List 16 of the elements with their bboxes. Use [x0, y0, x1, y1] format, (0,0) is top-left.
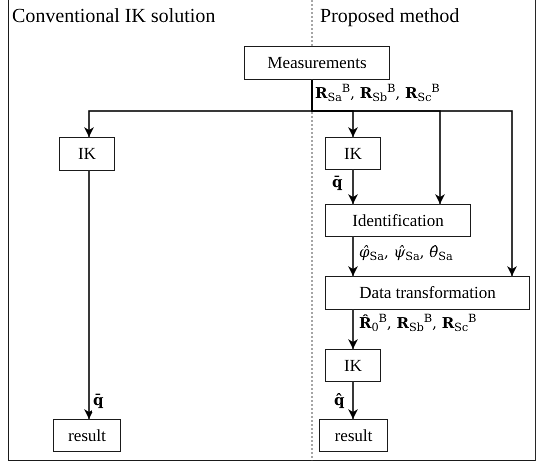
process-box: result	[319, 419, 388, 452]
arrow	[84, 171, 94, 419]
process-box: IK	[325, 137, 381, 170]
arrow	[348, 237, 358, 276]
arrow	[348, 170, 358, 204]
arrow	[311, 80, 517, 276]
process-box: IK	[325, 349, 381, 382]
arrow	[348, 382, 358, 419]
column-heading: Proposed method	[320, 4, 460, 28]
process-box: Identification	[325, 204, 471, 237]
process-box: result	[53, 419, 121, 452]
column-heading: Conventional IK solution	[12, 4, 216, 28]
arrow	[348, 310, 358, 349]
process-box: Data transformation	[325, 276, 530, 310]
process-box: IK	[59, 137, 115, 171]
process-box: Measurements	[244, 46, 390, 80]
